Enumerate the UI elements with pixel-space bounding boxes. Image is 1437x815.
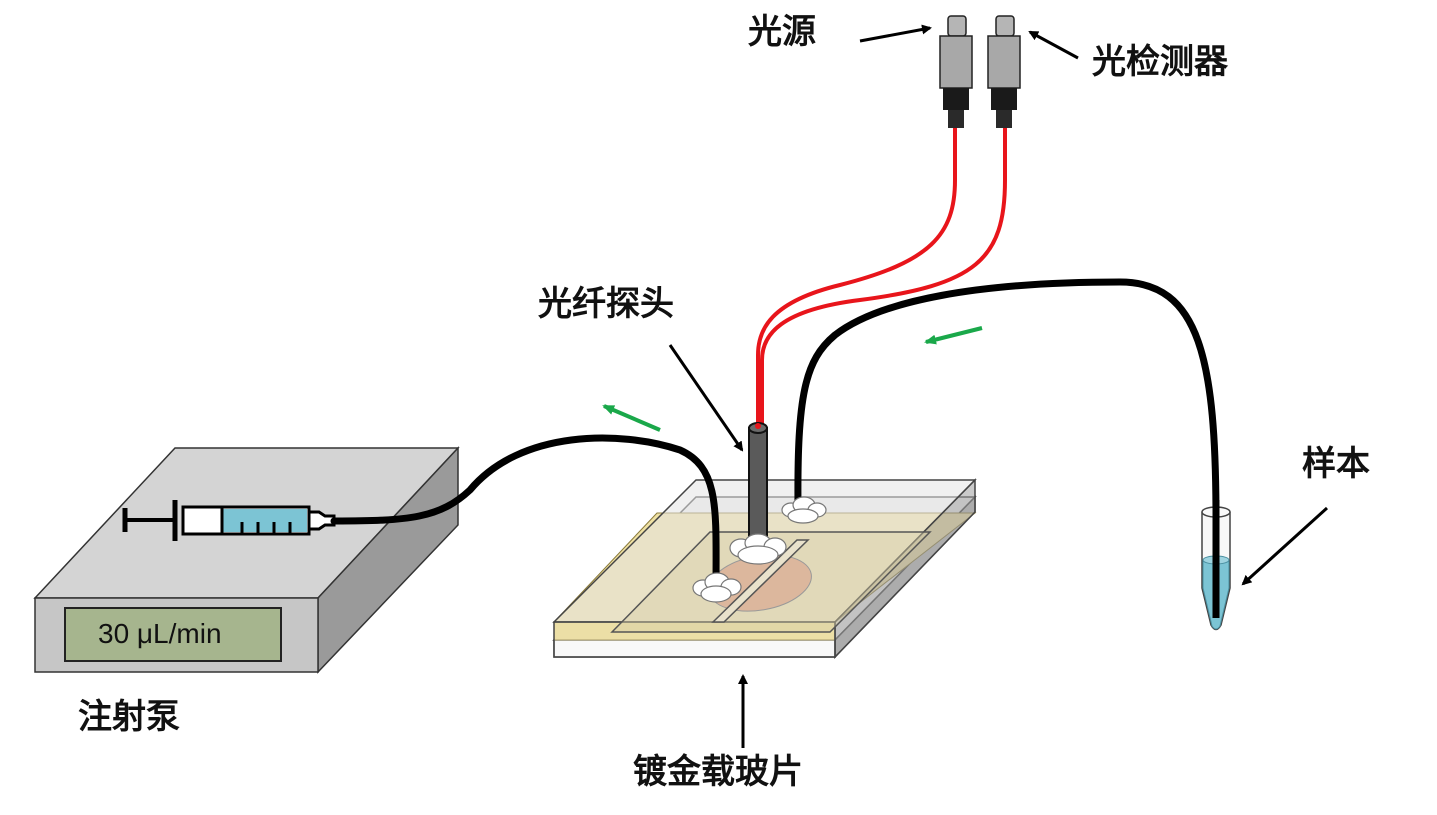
flow-arrow-outlet — [602, 404, 661, 432]
fiber-probe — [748, 422, 768, 541]
arrow-fiber-probe — [668, 344, 744, 452]
inlet-tubing — [794, 278, 1220, 622]
pump-display — [64, 607, 282, 662]
arrow-light-source — [859, 24, 932, 43]
glue-seal-probe — [729, 533, 787, 565]
syringe — [122, 500, 336, 541]
syringe-pump — [33, 446, 460, 674]
fiber-light-source — [756, 128, 957, 425]
label-sample: 样本 — [1302, 444, 1370, 484]
pump-flow-rate-readout: 30 μL/min — [98, 618, 222, 649]
sample-tube — [1201, 500, 1231, 631]
label-syringe-pump: 注射泵 — [78, 697, 180, 737]
syringe-liquid — [222, 509, 307, 532]
label-gold-slide: 镀金载玻片 — [633, 752, 803, 792]
label-photodetector: 光检测器 — [1092, 42, 1228, 82]
light-source-connector — [939, 15, 973, 128]
glue-seal-inlet — [781, 496, 827, 524]
flow-channel — [711, 539, 810, 623]
photodetector-connector — [987, 15, 1021, 128]
label-light-source: 光源 — [748, 12, 816, 52]
label-fiber-probe: 光纤探头 — [538, 284, 674, 324]
fiber-photodetector — [760, 128, 1007, 425]
arrow-photodetector — [1028, 30, 1079, 60]
arrow-sample — [1241, 506, 1329, 586]
glue-seal-outlet — [692, 572, 742, 603]
cover-front — [553, 621, 836, 658]
flow-arrow-inlet — [924, 326, 983, 345]
outlet-tubing — [330, 434, 720, 594]
